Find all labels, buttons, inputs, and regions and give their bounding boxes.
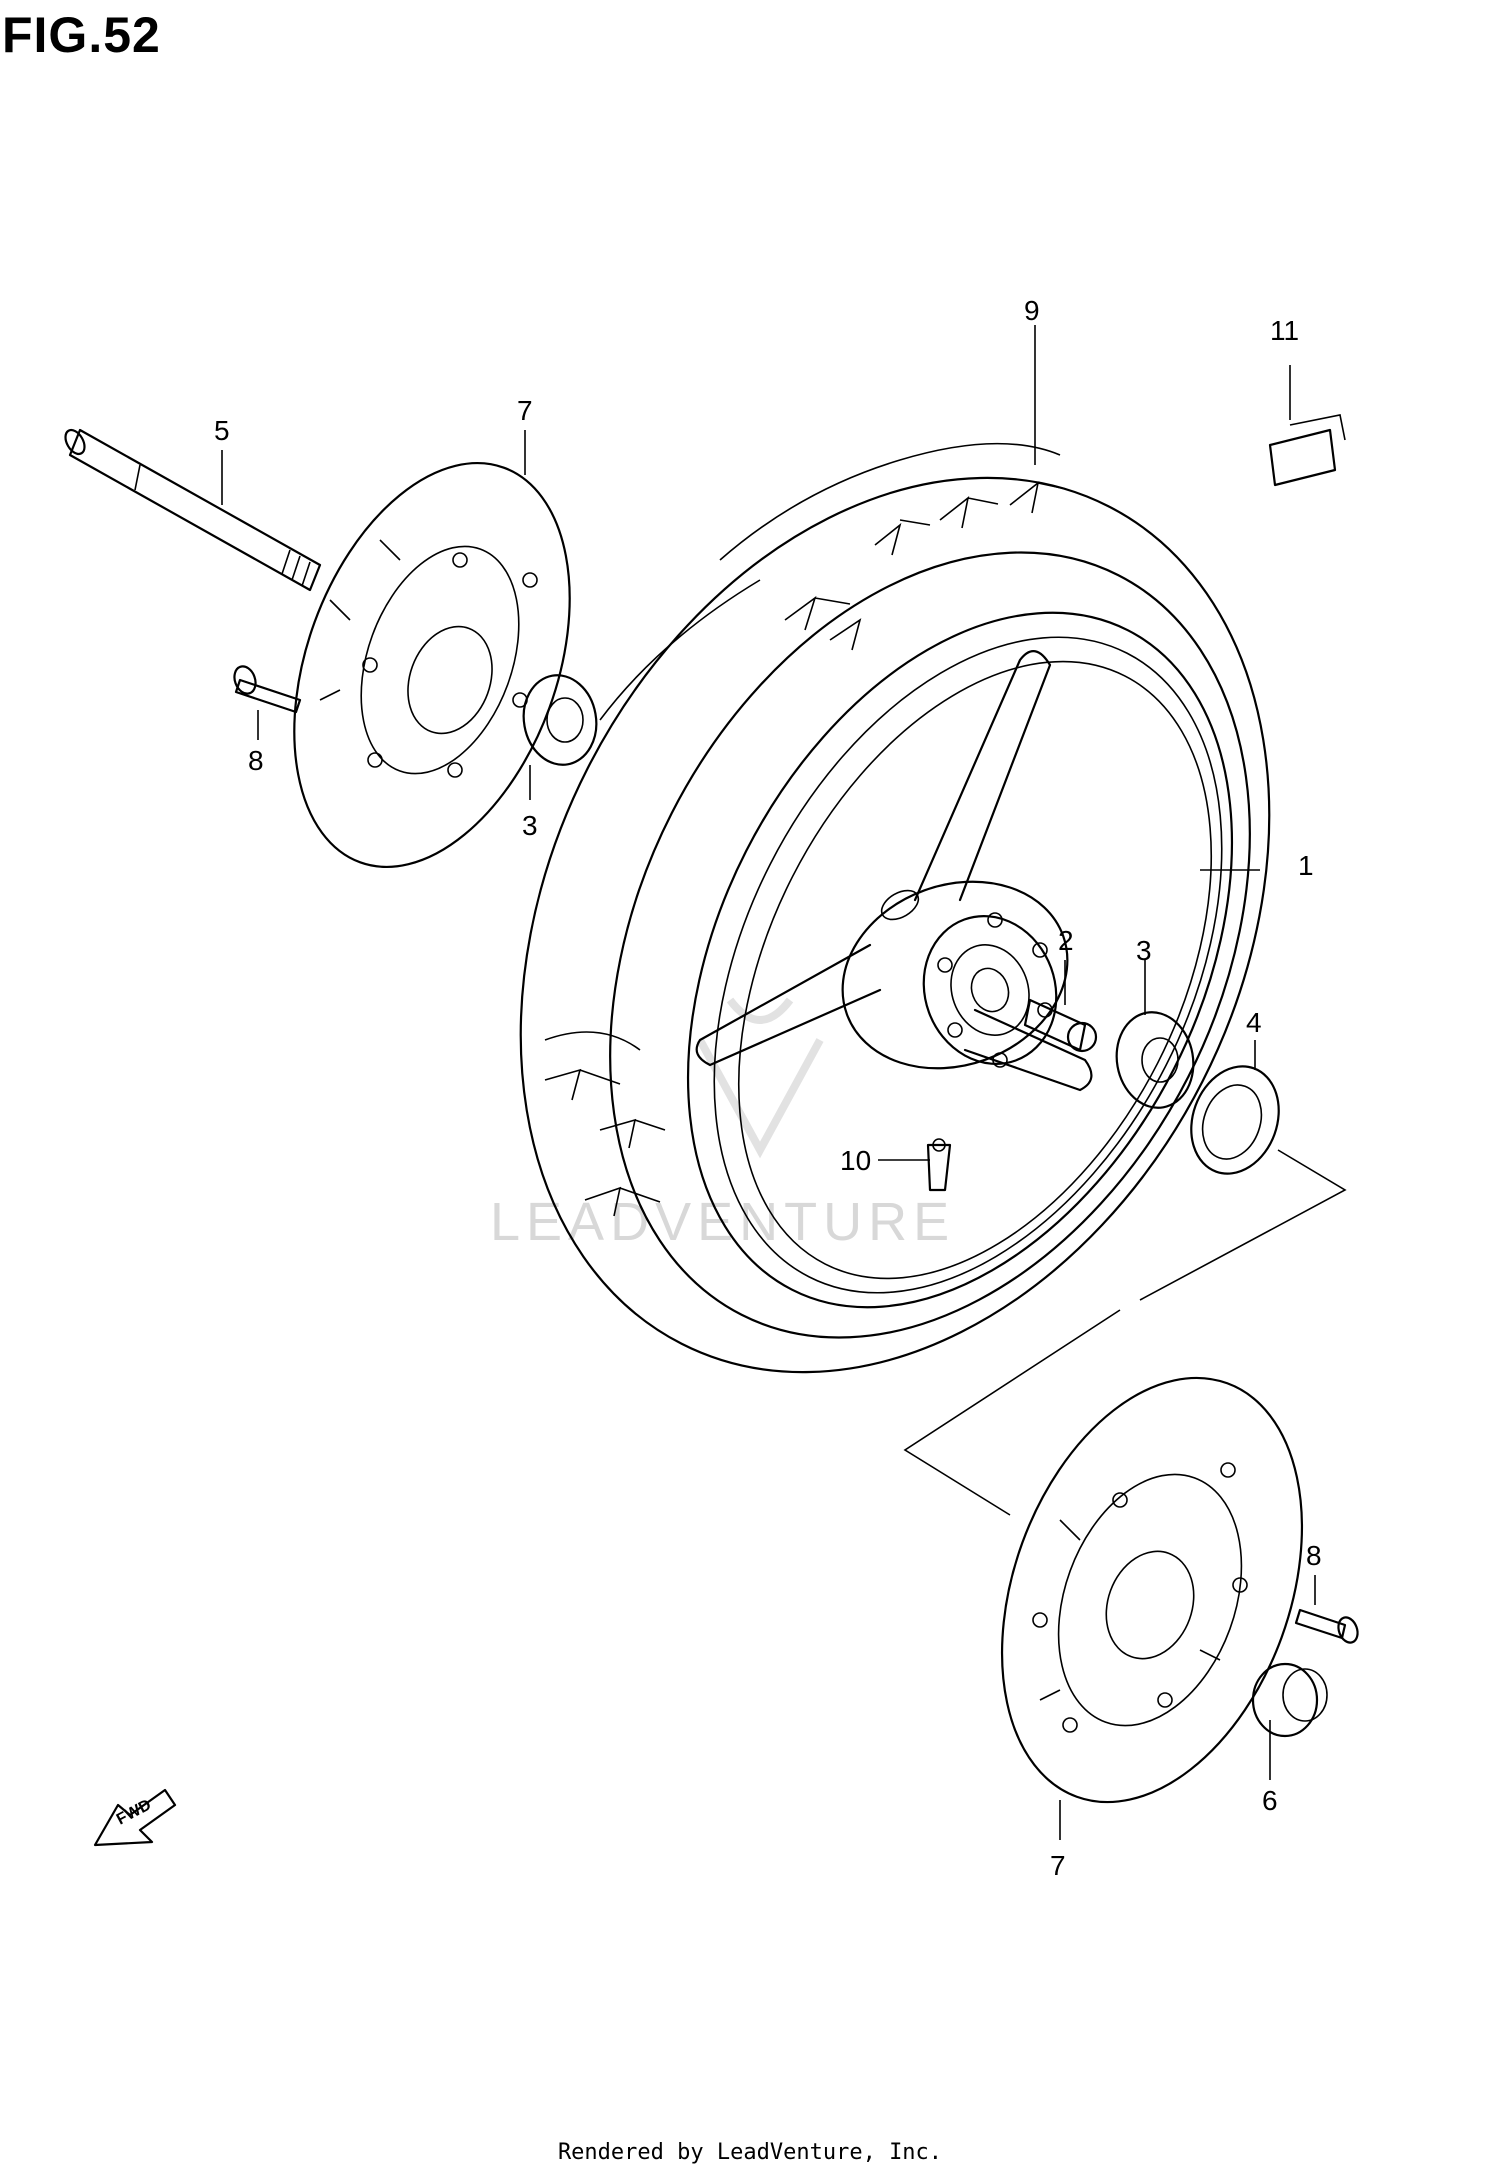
front-axle-part [64,428,322,592]
callout-7-lower: 7 [1050,1850,1066,1881]
callout-7-upper: 7 [517,395,533,426]
tire [519,442,1271,1374]
figure-title: FIG.52 [2,7,161,63]
callout-5: 5 [214,415,230,446]
balancer-weight-part [1268,365,1346,487]
callout-3-right: 3 [1136,935,1152,966]
footer-credit: Rendered by LeadVenture, Inc. [557,2140,943,2165]
watermark-logo [696,997,824,1159]
callout-8-right: 8 [1306,1540,1322,1571]
wheel-spokes [695,650,1093,1092]
brake-disc-left [293,430,571,869]
callout-10: 10 [840,1145,871,1176]
bearing-left [522,674,598,800]
valve-stem [926,1138,952,1192]
collar-part [1251,1662,1328,1780]
disc-bolt-right [1294,1575,1359,1644]
callout-4: 4 [1246,1007,1262,1038]
callout-11: 11 [1270,315,1299,346]
callout-6: 6 [1262,1785,1278,1816]
callout-2: 2 [1058,925,1074,956]
brake-disc-right [1000,1376,1304,1840]
watermark-text: LEADVENTURE [490,1192,955,1252]
callout-8-left: 8 [248,745,264,776]
alignment-lines [903,1149,1347,1516]
bearing-right [1115,960,1195,1109]
fwd-arrow-icon: FWD [93,1788,177,1847]
disc-bolt-left [233,665,302,740]
spacer-part [1023,960,1098,1053]
wheel-hub [841,880,1069,1070]
callout-3-left: 3 [522,810,538,841]
callout-1: 1 [1298,850,1314,881]
wheel-rim [686,611,1234,1309]
callout-9: 9 [1024,295,1040,326]
oil-seal-part [1190,1040,1280,1175]
wheel-assembly [519,325,1271,1374]
